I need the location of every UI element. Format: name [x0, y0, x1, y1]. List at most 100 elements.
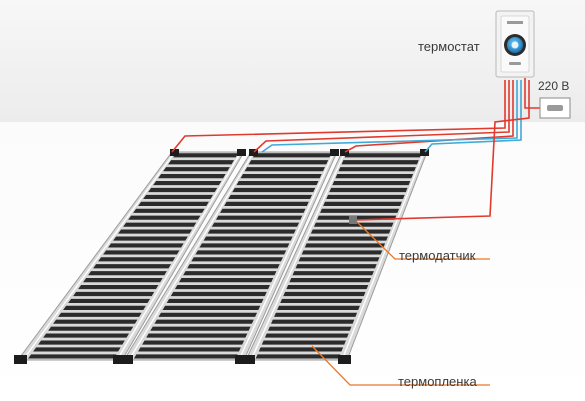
film-heating-bar [271, 319, 355, 324]
film-strip-2 [120, 149, 339, 364]
film-callout-line [311, 345, 490, 386]
film-heating-bar [307, 236, 388, 241]
film-label: термопленка [398, 374, 477, 389]
film-heating-bar [335, 174, 414, 179]
film-heating-bar [338, 167, 416, 172]
film-heating-bar [332, 180, 411, 186]
film-heating-bar [158, 312, 258, 317]
film-heating-bar [295, 264, 377, 269]
film-heating-bar [103, 250, 180, 255]
film-heating-bar [118, 229, 193, 234]
voltage-label: 220 В [538, 79, 570, 93]
film-heating-bar [240, 174, 322, 179]
film-heating-bar [58, 312, 142, 317]
film-heating-bar [174, 284, 270, 290]
film-connector-clip [242, 355, 255, 364]
film-heating-bar [183, 271, 277, 276]
film-connector-clip [338, 355, 351, 364]
film-heating-bar [150, 326, 251, 331]
blue-wire-2 [424, 80, 522, 153]
film-heating-bar [248, 160, 329, 165]
film-busbar [22, 151, 176, 361]
film-heating-bar [33, 347, 121, 352]
film-heating-bar [138, 201, 209, 206]
film-heating-bar [203, 236, 293, 241]
film-heating-bar [163, 167, 230, 172]
film-heating-bar [170, 291, 267, 297]
film-heating-bar [280, 298, 363, 304]
film-heating-bar [313, 222, 394, 227]
film-heating-bar [195, 250, 287, 255]
film-busbar [128, 151, 255, 361]
film-heating-bar [48, 326, 134, 331]
film-heating-bar [148, 187, 218, 193]
film-heating-bar [261, 340, 346, 345]
blue-wire-1 [261, 80, 518, 153]
film-heating-bar [133, 354, 238, 359]
film-heating-bar [215, 215, 303, 220]
film-heating-bar [289, 278, 372, 283]
film-heating-bar [154, 319, 254, 324]
film-heating-bar [108, 243, 184, 248]
film-heating-bar [187, 264, 280, 269]
film-heating-bar [83, 278, 163, 283]
film-heating-bar [98, 257, 176, 262]
film-connector-clip [113, 355, 126, 364]
film-heating-bar [344, 153, 422, 158]
film-heating-bar [73, 291, 155, 297]
film-busbar [238, 151, 335, 361]
film-heating-bar [258, 347, 344, 352]
film-heating-bar [138, 347, 241, 352]
film-connector-clip [249, 149, 258, 156]
film-heating-bar [252, 153, 332, 158]
sensor-label: термодатчик [399, 248, 476, 263]
film-heating-bar [244, 167, 325, 172]
film-heating-bar [301, 250, 383, 255]
film-heating-bar [43, 333, 130, 338]
film-heating-bar [264, 333, 349, 338]
sensor-cable [354, 80, 530, 221]
power-socket-icon [539, 97, 571, 119]
film-connector-clip [420, 149, 429, 156]
film-heating-bar [191, 257, 283, 262]
film-heating-bar [232, 187, 316, 193]
film-heating-bar [228, 194, 313, 200]
film-heating-bar [143, 194, 214, 200]
film-heating-bar [166, 298, 264, 304]
film-busbar [116, 151, 242, 361]
wall-background [0, 0, 585, 122]
thermostat-device-icon [495, 10, 535, 78]
film-heating-bar [78, 284, 159, 290]
film-heating-bar [341, 160, 419, 165]
film-heating-bar [220, 208, 306, 213]
film-heating-bar [128, 215, 201, 220]
film-connector-clip [235, 355, 248, 364]
film-connector-clip [170, 149, 179, 156]
film-heating-bar [277, 305, 360, 310]
thermostat-label: термостат [418, 39, 480, 54]
film-heating-bar [63, 305, 146, 310]
film-heating-bar [146, 333, 248, 338]
film-heating-bar [93, 264, 172, 269]
film-heating-bar [304, 243, 386, 248]
film-heating-bar [199, 243, 290, 248]
film-heating-bar [267, 326, 352, 331]
film-heating-bar [211, 222, 300, 227]
film-heating-bar [123, 222, 197, 227]
film-heating-bar [286, 284, 369, 290]
film-heating-bar [173, 153, 239, 158]
film-connector-clip [330, 149, 339, 156]
film-heating-bar [179, 278, 274, 283]
film-heating-bar [236, 180, 319, 186]
red-wire-2 [253, 80, 510, 153]
film-heating-bar [224, 201, 309, 206]
film-strip-1 [14, 149, 246, 364]
film-heating-bar [283, 291, 366, 297]
film-heating-bar [310, 229, 391, 234]
film-heating-bar [158, 174, 226, 179]
film-heating-bar [323, 201, 402, 206]
film-connector-clip [237, 149, 246, 156]
film-heating-bar [329, 187, 408, 193]
film-heating-bar [133, 208, 205, 213]
